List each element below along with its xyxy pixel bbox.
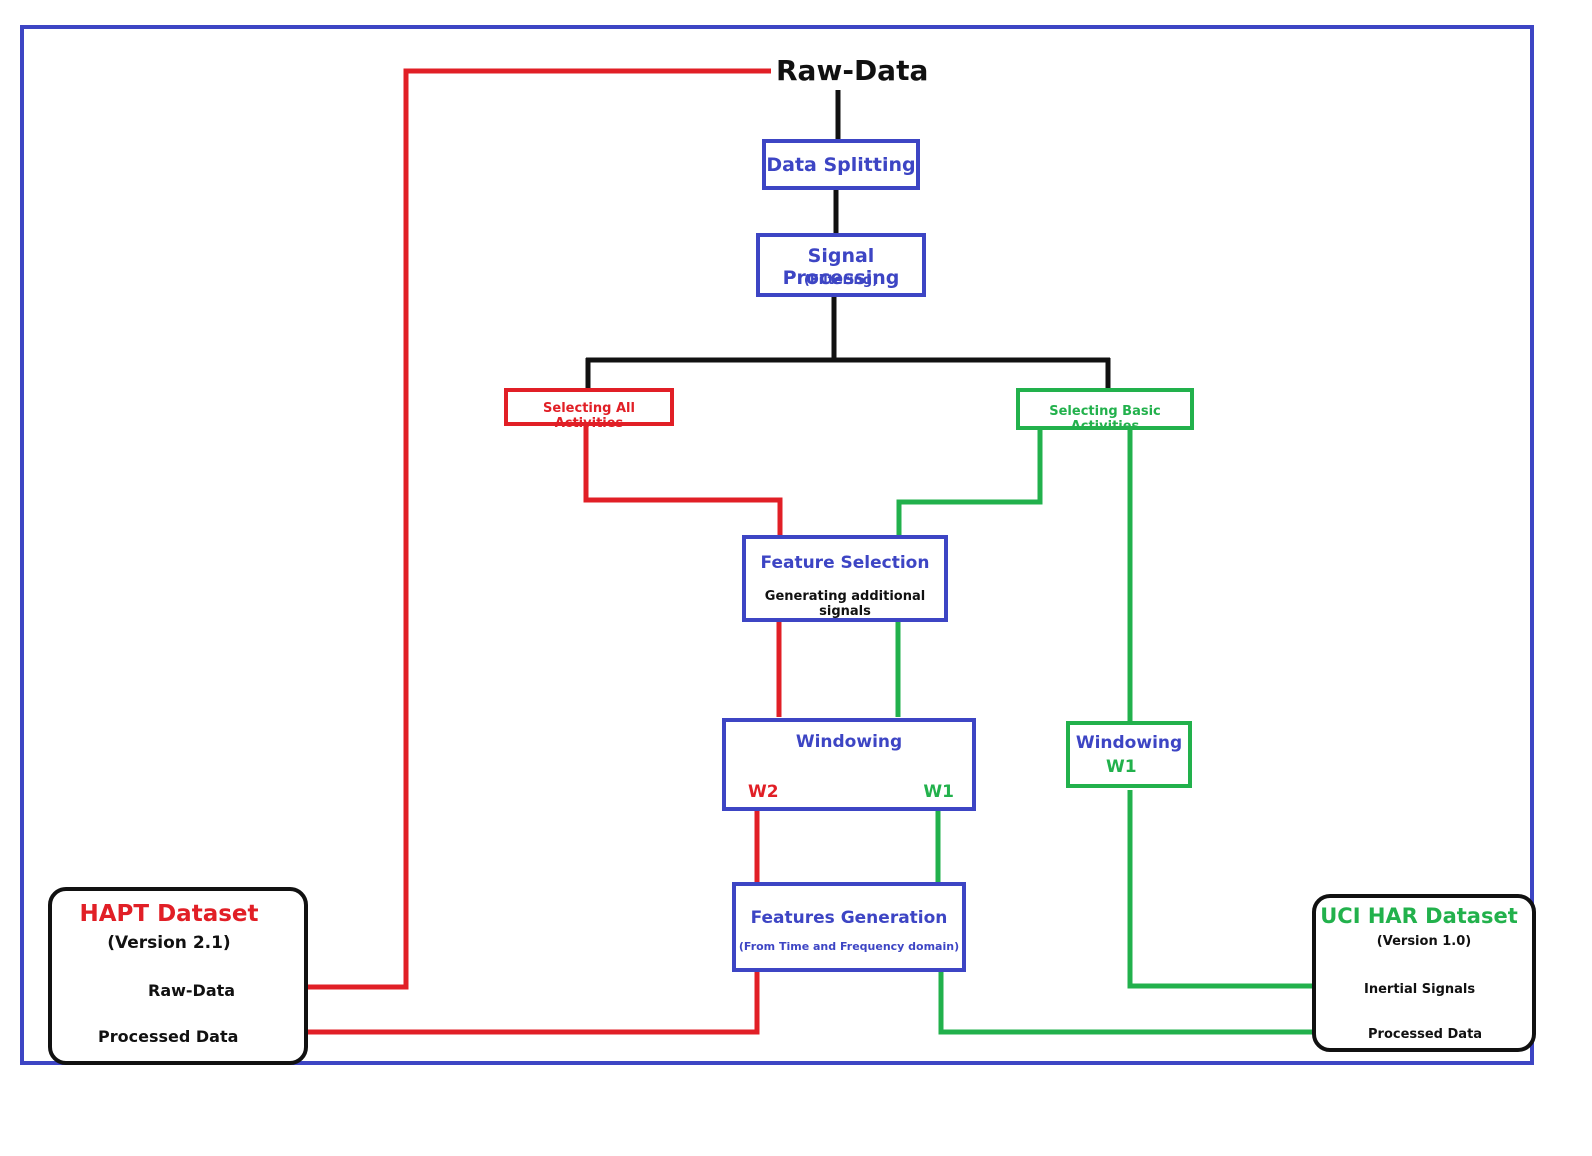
select-basic-activities-box: Selecting Basic Activities bbox=[1016, 388, 1194, 434]
line-gen-to-uci-processed bbox=[938, 970, 1356, 1035]
features-generation-title: Features Generation bbox=[750, 908, 948, 928]
line-window-right-to-uci bbox=[1127, 790, 1356, 989]
windowing-center-title: Windowing bbox=[795, 732, 903, 752]
data-splitting-label: Data Splitting bbox=[766, 154, 916, 176]
hapt-title: HAPT Dataset bbox=[79, 901, 259, 927]
windowing-right-w1-label: W1 bbox=[1106, 757, 1137, 777]
diagram-frame bbox=[20, 25, 1534, 1065]
features-generation-box: Features Generation (From Time and Frequ… bbox=[732, 882, 966, 972]
uci-version: (Version 1.0) bbox=[1376, 934, 1472, 949]
select-all-activities-label: Selecting All Activities bbox=[543, 401, 635, 431]
windowing-w2-label: W2 bbox=[748, 782, 779, 802]
hapt-dataset-box: HAPT Dataset (Version 2.1) Raw-Data Proc… bbox=[48, 887, 308, 1065]
uci-title: UCI HAR Dataset bbox=[1320, 904, 1518, 928]
line-gen-to-hapt-processed bbox=[222, 970, 760, 1035]
line-rawdata-to-hapt bbox=[225, 68, 771, 990]
uci-processed-data-label: Processed Data bbox=[1368, 1027, 1483, 1042]
signal-processing-subtitle: (Filtering) bbox=[803, 273, 879, 288]
select-all-activities-box: Selecting All Activities bbox=[504, 388, 674, 431]
raw-data-title: Raw-Data bbox=[776, 54, 929, 87]
feature-selection-title: Feature Selection bbox=[760, 553, 930, 573]
uci-inertial-signals-label: Inertial Signals bbox=[1364, 982, 1476, 997]
black-connectors bbox=[585, 90, 1111, 391]
windowing-right-title: Windowing bbox=[1075, 733, 1183, 753]
feature-selection-box: Feature Selection Generating additional … bbox=[742, 535, 948, 622]
features-generation-subtitle: (From Time and Frequency domain) bbox=[738, 940, 960, 953]
windowing-center-box: Windowing W2 W1 bbox=[722, 718, 976, 811]
green-connectors bbox=[895, 428, 1356, 1035]
hapt-processed-data-label: Processed Data bbox=[98, 1027, 239, 1046]
windowing-right-box: Windowing W1 bbox=[1066, 721, 1192, 788]
signal-processing-title: Signal Processing bbox=[782, 245, 900, 289]
select-basic-activities-label: Selecting Basic Activities bbox=[1049, 404, 1161, 434]
uci-har-dataset-box: UCI HAR Dataset (Version 1.0) Inertial S… bbox=[1312, 894, 1536, 1052]
windowing-w1-label: W1 bbox=[923, 782, 954, 802]
hapt-version: (Version 2.1) bbox=[107, 933, 231, 953]
hapt-raw-data-label: Raw-Data bbox=[148, 981, 236, 1000]
data-splitting-box: Data Splitting bbox=[762, 139, 920, 190]
line-basic-to-featuresel bbox=[896, 428, 1043, 537]
line-all-to-featuresel bbox=[583, 423, 783, 537]
signal-processing-box: Signal Processing (Filtering) bbox=[756, 233, 926, 297]
red-connectors bbox=[222, 68, 783, 1035]
feature-selection-subtitle: Generating additional signals bbox=[764, 589, 926, 619]
